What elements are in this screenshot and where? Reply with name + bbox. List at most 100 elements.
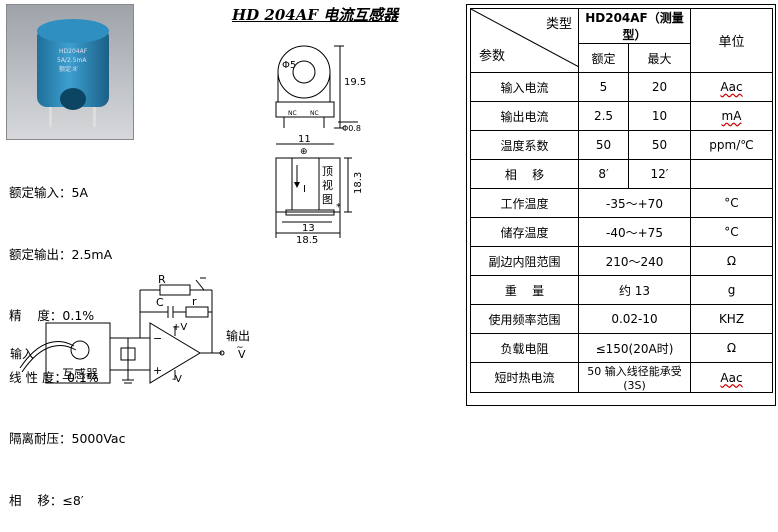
model-header: HD204AF（测量型） bbox=[578, 8, 691, 44]
nc-label: NC bbox=[310, 110, 319, 117]
current-arrow-label: I bbox=[303, 184, 306, 195]
table-cell: 10 bbox=[628, 101, 691, 131]
table-cell: 重 量 bbox=[470, 275, 579, 305]
table-frame bbox=[466, 4, 776, 406]
vout-sub: ~ bbox=[236, 343, 244, 353]
table-cell: 负载电阻 bbox=[470, 333, 579, 363]
table-cell: °C bbox=[690, 217, 773, 247]
plus-v-label: +V bbox=[172, 322, 187, 333]
table-cell: KHZ bbox=[690, 304, 773, 334]
capacitor-C-label: C bbox=[156, 296, 164, 309]
header-type: 类型 bbox=[545, 17, 572, 32]
table-header-row: 类型 参数 HD204AF（测量型） 单位 bbox=[470, 8, 773, 73]
table-row: 负载电阻≤150(20A时)Ω bbox=[470, 333, 773, 363]
table-cell: ≤150(20A时) bbox=[578, 333, 691, 363]
output-label: 输出 bbox=[226, 328, 250, 343]
max-header: 最大 bbox=[628, 43, 691, 73]
table-cell: mA bbox=[690, 101, 773, 131]
minus-v-label: -V bbox=[172, 374, 182, 385]
product-photo: HD204AF 5A/2.5mA 额定:8′ bbox=[6, 4, 134, 140]
hole-diameter-label: Φ5 bbox=[282, 60, 296, 71]
spec-text: 线 性 度： bbox=[9, 369, 67, 385]
table-cell: 工作温度 bbox=[470, 188, 579, 218]
circuit-diagram: R C r +V -V − + 输入 互感器 输出 V ~ bbox=[10, 273, 250, 385]
resistor-r-label: r bbox=[192, 295, 197, 308]
spec-item: 额定输出：2.5mA bbox=[9, 245, 125, 266]
table-cell: °C bbox=[690, 188, 773, 218]
table-cell: 50 bbox=[628, 130, 691, 160]
spec-text: 2.5mA bbox=[71, 246, 113, 262]
table-cell: 输入电流 bbox=[470, 72, 579, 102]
diagonal-line bbox=[471, 9, 579, 67]
spec-text: 5A bbox=[71, 185, 89, 200]
spec-text: 0.1% bbox=[66, 369, 99, 385]
table-cell: 50 输入线径能承受(3S) bbox=[578, 362, 691, 393]
table-cell: 输出电流 bbox=[470, 101, 579, 131]
side-height-label: 18.3 bbox=[353, 172, 364, 194]
table-cell: 8′ bbox=[578, 159, 629, 189]
spec-text: 5000Vac bbox=[71, 431, 126, 446]
height-label: 19.5 bbox=[344, 77, 366, 88]
header-diagonal-cell: 类型 参数 bbox=[470, 8, 579, 73]
spec-text: ≤8′ bbox=[62, 492, 84, 508]
page-title: HD 204AF 电流互感器 bbox=[232, 6, 399, 24]
photo-label-line: HD204AF bbox=[59, 48, 88, 55]
table-cell: 储存温度 bbox=[470, 217, 579, 247]
table-cell: 温度系数 bbox=[470, 130, 579, 160]
photo-label-line: 5A/2.5mA bbox=[57, 57, 87, 64]
table-cell: 20 bbox=[628, 72, 691, 102]
table-cell: 5 bbox=[578, 72, 629, 102]
nc-label: NC bbox=[288, 110, 297, 117]
spec-text: 隔离耐压： bbox=[9, 431, 72, 446]
spec-text: 相 移： bbox=[9, 492, 63, 508]
vout-label: V bbox=[238, 348, 246, 361]
pin-diameter-label: Φ0.8 bbox=[342, 124, 361, 133]
table-cell: ppm/℃ bbox=[690, 130, 773, 160]
table-cell: 短时热电流 bbox=[470, 362, 579, 393]
spec-text: 额定输入： bbox=[9, 185, 72, 200]
table-cell: 相 移 bbox=[470, 159, 579, 189]
table-cell: Ω bbox=[690, 246, 773, 276]
table-cell: Ω bbox=[690, 333, 773, 363]
table-row: 储存温度-40～+75°C bbox=[470, 217, 773, 247]
spec-text: 0.1% bbox=[62, 308, 95, 323]
table-cell: Aac bbox=[690, 72, 773, 102]
table-cell: 副边内阻范围 bbox=[470, 246, 579, 276]
spec-text: 额定输出： bbox=[9, 246, 72, 262]
table-cell: 210～240 bbox=[578, 246, 691, 276]
unit-header: 单位 bbox=[690, 8, 773, 73]
spec-text: 精 度： bbox=[9, 308, 63, 323]
header-param: 参数 bbox=[479, 49, 506, 64]
photo-label-line: 额定:8′ bbox=[59, 65, 79, 73]
table-cell: g bbox=[690, 275, 773, 305]
table-cell: 0.02-10 bbox=[578, 304, 691, 334]
star-mark: * bbox=[336, 202, 341, 213]
table-cell: -35～+70 bbox=[578, 188, 691, 218]
ct-label: 互感器 bbox=[62, 366, 98, 381]
table-cell: Aac bbox=[690, 362, 773, 393]
top-view-label: 顶 bbox=[322, 165, 333, 178]
spec-item: 隔离耐压：5000Vac bbox=[9, 429, 125, 450]
table-cell bbox=[690, 159, 773, 189]
spec-item: 线 性 度：0.1% bbox=[9, 368, 125, 389]
spec-item: 相 移：≤8′ bbox=[9, 491, 125, 512]
width-top-label: 11 bbox=[298, 134, 311, 145]
spec-item: 精 度：0.1% bbox=[9, 306, 125, 327]
input-label: 输入 bbox=[10, 346, 34, 361]
inverting-input-label: − bbox=[153, 332, 162, 345]
rated-header: 额定 bbox=[578, 43, 629, 73]
table-cell: 12′ bbox=[628, 159, 691, 189]
table-row: 工作温度-35～+70°C bbox=[470, 188, 773, 218]
spec-item: 额定输入：5A bbox=[9, 183, 125, 204]
top-view-label: 视 bbox=[322, 178, 333, 192]
table-cell: -40～+75 bbox=[578, 217, 691, 247]
